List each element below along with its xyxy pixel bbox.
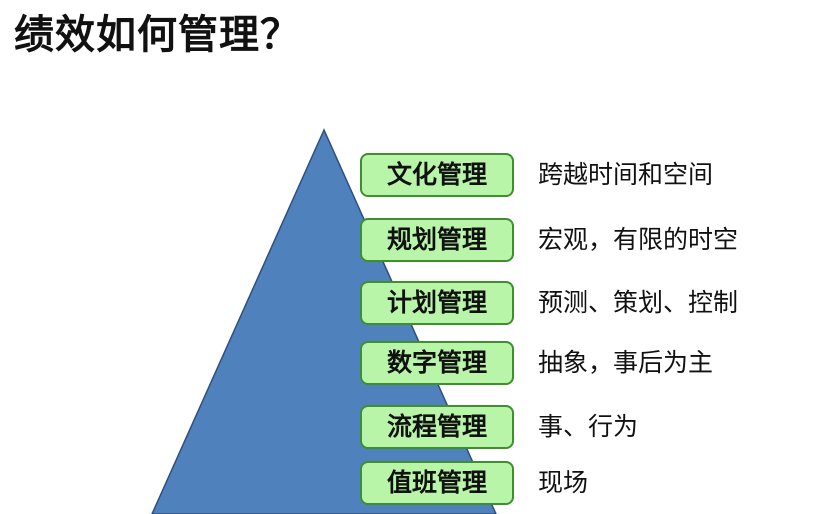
level-desc-duty: 现场 (538, 468, 589, 497)
page-title: 绩效如何管理？ (14, 12, 301, 58)
level-desc-planning: 宏观，有限的时空 (538, 225, 739, 254)
level-desc-digital: 抽象，事后为主 (538, 348, 714, 377)
level-box-plan: 计划管理 (360, 281, 514, 325)
level-desc-culture: 跨越时间和空间 (538, 160, 714, 189)
level-desc-process: 事、行为 (538, 412, 639, 441)
level-desc-plan: 预测、策划、控制 (538, 288, 739, 317)
level-box-planning: 规划管理 (360, 218, 514, 262)
level-box-process: 流程管理 (360, 405, 514, 449)
level-box-duty: 值班管理 (360, 461, 514, 505)
level-box-culture: 文化管理 (360, 153, 514, 197)
level-box-digital: 数字管理 (360, 341, 514, 385)
